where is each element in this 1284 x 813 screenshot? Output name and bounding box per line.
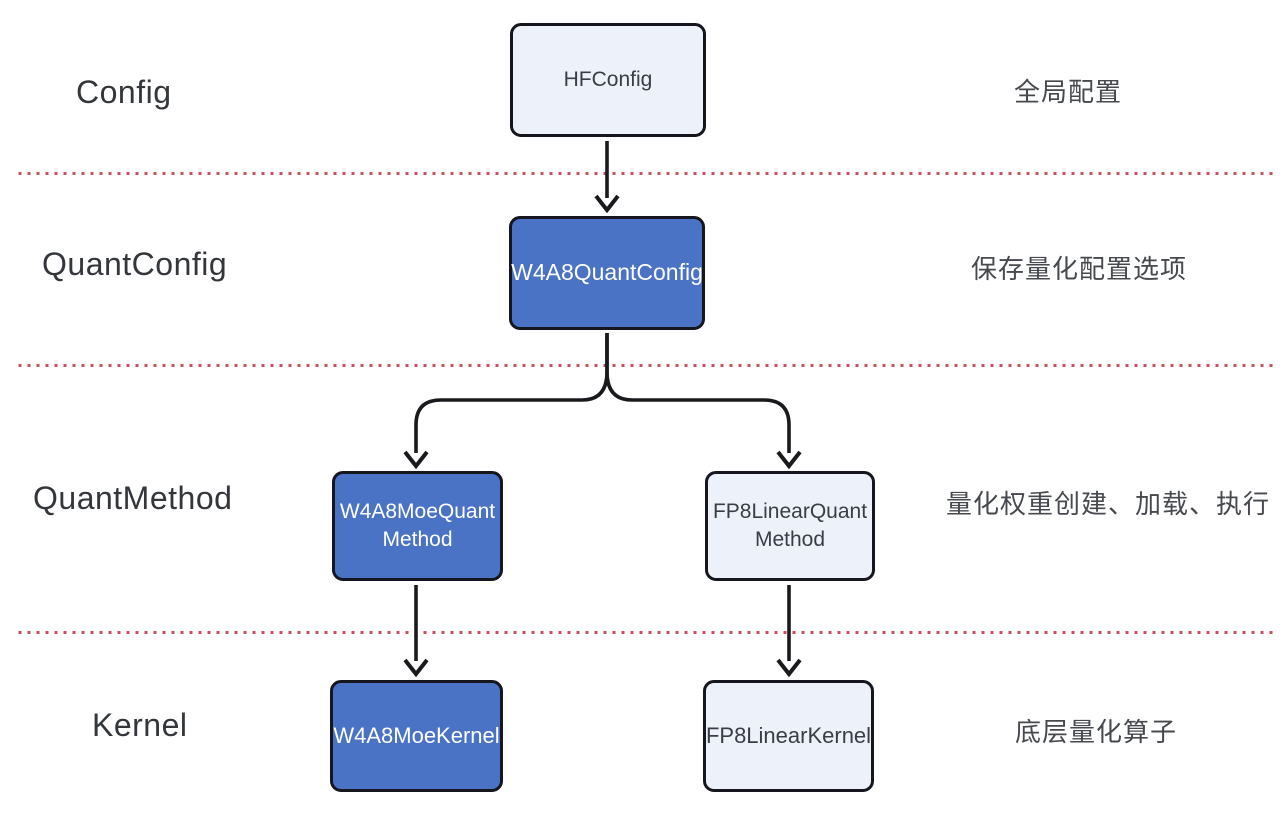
- node-w4a8moekernel: W4A8MoeKernel: [330, 680, 503, 792]
- annotation-quantmethod: 量化权重创建、加载、执行: [946, 489, 1271, 519]
- row-label-quantmethod: QuantMethod: [33, 480, 233, 516]
- arrow-quantconfig-to-w4a8moequantmethod: [414, 333, 609, 453]
- arrow-quantconfig-to-fp8linearquantmethod: [605, 333, 791, 453]
- row-label-quantconfig: QuantConfig: [42, 246, 228, 282]
- node-fp8linearkernel: FP8LinearKernel: [703, 680, 874, 792]
- row-label-config: Config: [76, 74, 172, 110]
- row-label-kernel: Kernel: [92, 707, 188, 743]
- annotation-quantconfig: 保存量化配置选项: [971, 254, 1188, 284]
- node-w4a8moequantmethod: W4A8MoeQuant Method: [332, 471, 503, 581]
- annotation-kernel: 底层量化算子: [1015, 717, 1178, 747]
- arrowhead-to-fp8linearquantmethod: [776, 450, 802, 470]
- node-fp8linearquantmethod: FP8LinearQuant Method: [705, 471, 875, 581]
- separator-line-3: [14, 630, 1274, 634]
- arrowhead-to-w4a8moekernel: [403, 658, 429, 678]
- arrowhead-to-fp8linearkernel: [776, 658, 802, 678]
- arrowhead-hfconfig-to-quantconfig: [594, 194, 620, 214]
- annotation-config: 全局配置: [1014, 77, 1123, 107]
- node-hfconfig: HFConfig: [510, 23, 706, 137]
- separator-line-2: [14, 363, 1274, 367]
- node-w4a8quantconfig: W4A8QuantConfig: [509, 216, 705, 330]
- arrowhead-to-w4a8moequantmethod: [403, 450, 429, 470]
- separator-line-1: [14, 171, 1274, 175]
